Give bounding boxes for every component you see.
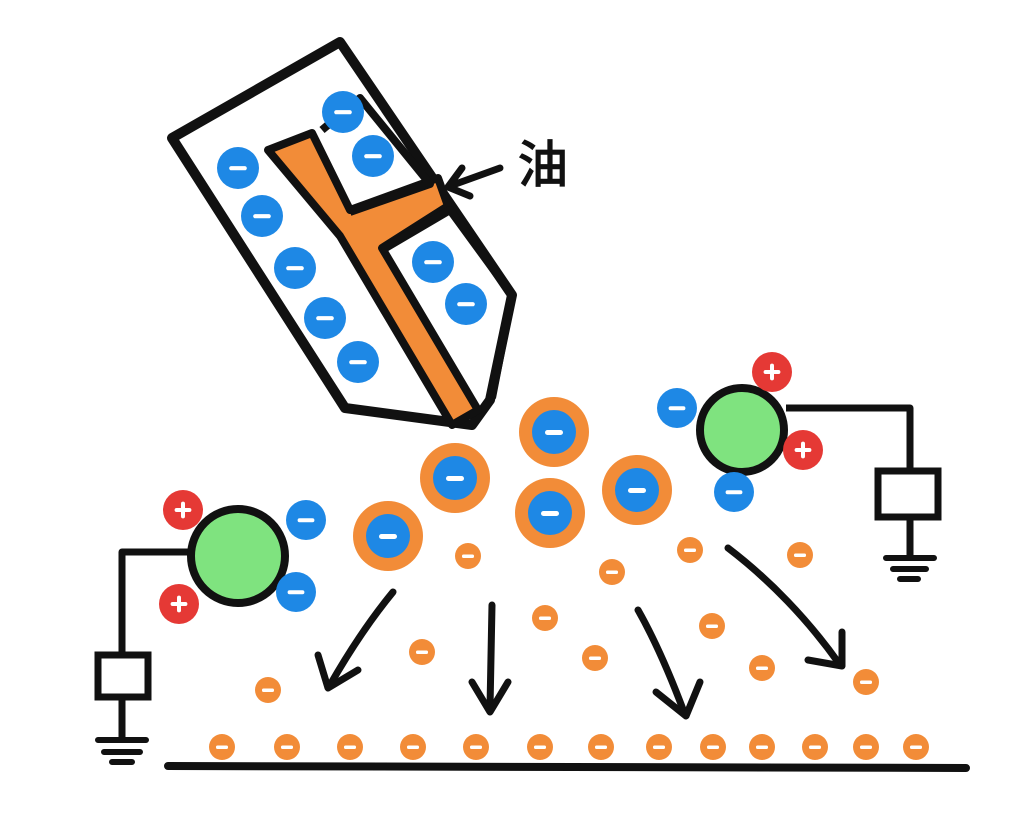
trajectory-arrows <box>314 544 846 720</box>
deposited-droplet-4 <box>400 734 426 760</box>
right-electrode <box>696 384 788 476</box>
falling-droplet-11 <box>853 669 879 695</box>
deposited-droplet-13 <box>903 734 929 760</box>
deposited-droplets <box>209 734 929 760</box>
nozzle-ion-7 <box>337 341 379 383</box>
left-negative-ion-1 <box>286 500 326 540</box>
deposited-droplet-10 <box>749 734 775 760</box>
right-positive-ion-1 <box>752 352 792 392</box>
falling-droplets <box>255 537 879 703</box>
nozzle-ion-5 <box>274 247 316 289</box>
falling-droplet-5 <box>532 605 558 631</box>
deposited-droplet-1 <box>209 734 235 760</box>
left-electrode <box>187 505 289 607</box>
charged-droplet-4 <box>515 478 585 548</box>
falling-droplet-1 <box>455 543 481 569</box>
trajectory-arrow-3 <box>634 606 688 716</box>
falling-droplet-8 <box>582 645 608 671</box>
nozzle-ion-2 <box>352 135 394 177</box>
deposited-droplet-3 <box>337 734 363 760</box>
falling-droplet-2 <box>599 559 625 585</box>
falling-droplet-3 <box>677 537 703 563</box>
deposited-droplet-6 <box>527 734 553 760</box>
deposited-droplet-11 <box>802 734 828 760</box>
charged-droplet-3 <box>353 501 423 571</box>
charged-droplet-1 <box>519 397 589 467</box>
charged-droplet-5 <box>602 455 672 525</box>
left-positive-ion-2 <box>159 584 199 624</box>
nozzle-ion-6 <box>304 297 346 339</box>
left-positive-ion-1 <box>163 490 203 530</box>
right-positive-ion-2 <box>783 430 823 470</box>
nozzle-ion-9 <box>445 283 487 325</box>
inner-wall-lower <box>379 206 516 399</box>
nozzle-ion-1 <box>322 91 364 133</box>
deposited-droplet-8 <box>646 734 672 760</box>
trajectory-arrow-2-head <box>468 678 512 716</box>
charged-droplets <box>353 397 672 571</box>
oil-label: 油 <box>518 136 568 194</box>
falling-droplet-9 <box>749 655 775 681</box>
trajectory-arrow-4 <box>724 544 842 666</box>
trajectory-arrow-1 <box>326 588 397 689</box>
trajectory-arrow-1-head <box>314 651 362 692</box>
charged-droplet-2 <box>420 443 490 513</box>
nozzle-ion-3 <box>217 147 259 189</box>
left-negative-ion-2 <box>276 572 316 612</box>
right-electrode-ground-wire <box>786 404 942 582</box>
nozzle-negative-ions <box>217 91 487 383</box>
spray-nozzle <box>167 37 517 430</box>
falling-droplet-7 <box>409 639 435 665</box>
right-negative-ion-2 <box>714 472 754 512</box>
trajectory-arrow-4-head <box>804 628 846 670</box>
deposited-droplet-5 <box>463 734 489 760</box>
electrode-ions <box>159 352 823 624</box>
right-negative-ion-1 <box>657 388 697 428</box>
trajectory-arrow-3-head <box>652 678 704 720</box>
target-surface <box>164 762 970 772</box>
trajectory-arrow-2 <box>486 601 496 712</box>
deposited-droplet-9 <box>700 734 726 760</box>
falling-droplet-6 <box>699 613 725 639</box>
oil-label-arrow <box>444 164 504 200</box>
deposited-droplet-12 <box>853 734 879 760</box>
falling-droplet-4 <box>787 542 813 568</box>
nozzle-ion-4 <box>241 195 283 237</box>
deposited-droplet-7 <box>588 734 614 760</box>
deposited-droplet-2 <box>274 734 300 760</box>
falling-droplet-10 <box>255 677 281 703</box>
left-electrode-ground-wire <box>94 548 196 765</box>
nozzle-ion-8 <box>412 241 454 283</box>
